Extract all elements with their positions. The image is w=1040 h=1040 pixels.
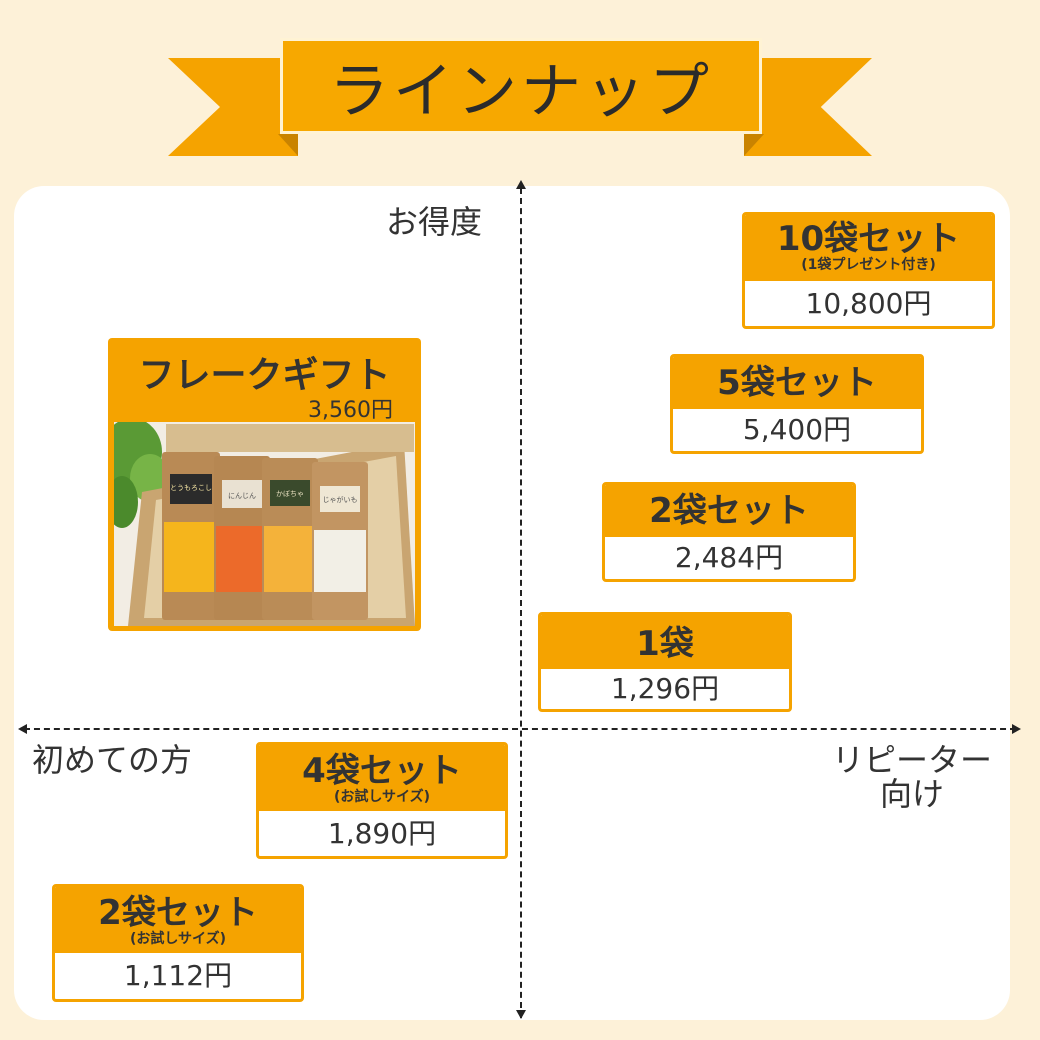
product-name: 2袋セット [98, 893, 258, 933]
product-price: 2,484円 [674, 541, 784, 574]
product-header: 5袋セット [673, 357, 921, 409]
product-subtitle: (1袋プレゼント付き) [801, 257, 936, 274]
axis-label-first-time: 初めての方 [32, 741, 193, 779]
horizontal-axis [24, 728, 1016, 730]
product-price: 1,890円 [327, 817, 437, 850]
pouch-label-carrot: にんじん [228, 492, 256, 500]
pouch-label-corn: とうもろこし [170, 484, 212, 492]
axis-label-value: お得度 [386, 203, 483, 241]
title-banner: ラインナップ [0, 0, 1040, 180]
product-5-bag-set[interactable]: 5袋セット 5,400円 [670, 354, 924, 454]
product-subtitle: (お試しサイズ) [129, 931, 227, 948]
flake-gift-card[interactable]: フレークギフト 3,560円 とうもろこし にんじん [108, 338, 421, 631]
product-subtitle: (お試しサイズ) [333, 789, 431, 806]
flake-gift-photo: とうもろこし にんじん かぼちゃ じゃがいも [114, 422, 415, 626]
product-2-bag-trial-set[interactable]: 2袋セット (お試しサイズ) 1,112円 [52, 884, 304, 1002]
arrow-right-icon [1012, 724, 1021, 734]
arrow-left-icon [18, 724, 27, 734]
banner-ribbon-left [168, 58, 298, 156]
banner-plate: ラインナップ [280, 38, 762, 134]
product-2-bag-set[interactable]: 2袋セット 2,484円 [602, 482, 856, 582]
product-name: 10袋セット [776, 219, 961, 259]
product-4-bag-trial-set[interactable]: 4袋セット (お試しサイズ) 1,890円 [256, 742, 508, 859]
product-header: 10袋セット (1袋プレゼント付き) [745, 215, 992, 281]
arrow-up-icon [516, 180, 526, 189]
banner-ribbon-right [744, 58, 872, 156]
product-10-bag-set[interactable]: 10袋セット (1袋プレゼント付き) 10,800円 [742, 212, 995, 329]
gift-box-illustration: とうもろこし にんじん かぼちゃ じゃがいも [114, 422, 415, 626]
axis-label-repeater: リピーター 向け [822, 741, 1002, 813]
product-price: 1,112円 [123, 959, 233, 992]
product-header: 4袋セット (お試しサイズ) [259, 745, 505, 811]
product-1-bag[interactable]: 1袋 1,296円 [538, 612, 792, 712]
product-header: 1袋 [541, 615, 789, 669]
arrow-down-icon [516, 1010, 526, 1019]
vertical-axis [520, 188, 522, 1018]
product-price: 1,296円 [610, 672, 720, 705]
product-price: 10,800円 [805, 287, 932, 320]
product-name: 2袋セット [649, 491, 809, 531]
axis-label-repeater-line1: リピーター [831, 741, 992, 779]
product-price: 5,400円 [742, 413, 852, 446]
axis-label-repeater-line2: 向け [879, 774, 944, 813]
product-name: 5袋セット [717, 363, 877, 403]
pouch-label-pumpkin: かぼちゃ [276, 490, 304, 498]
product-header: 2袋セット [605, 485, 853, 537]
product-name: 1袋 [636, 624, 694, 664]
page-title: ラインナップ [329, 56, 713, 127]
flake-gift-price: 3,560円 [308, 398, 393, 423]
pouch-label-potato: じゃがいも [323, 495, 358, 504]
product-name: 4袋セット [302, 751, 462, 791]
product-header: 2袋セット (お試しサイズ) [55, 887, 301, 953]
flake-gift-name: フレークギフト [138, 355, 391, 396]
